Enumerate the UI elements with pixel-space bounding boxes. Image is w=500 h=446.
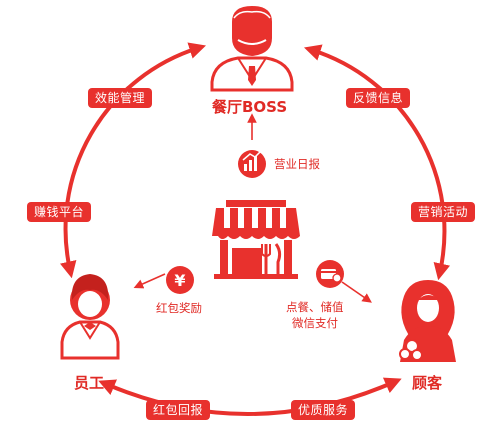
boss-label: 餐厅BOSS xyxy=(212,98,288,116)
arc-staff-to-customer xyxy=(98,377,402,416)
staff-label: 员工 xyxy=(74,374,105,392)
daily-report-label: 营业日报 xyxy=(274,157,320,171)
red-packet-reward-label: 红包奖励 xyxy=(156,301,202,315)
restaurant-icon xyxy=(212,200,300,279)
feedback-label: 反馈信息 xyxy=(346,88,411,108)
payment-icon xyxy=(316,260,344,288)
customer-icon xyxy=(399,280,456,362)
earn-platform-label: 赚钱平台 xyxy=(27,202,92,222)
quality-service-label: 优质服务 xyxy=(291,400,356,420)
arc-boss-to-customer xyxy=(303,44,451,281)
boss-icon xyxy=(210,6,294,92)
efficiency-management-label: 效能管理 xyxy=(88,88,153,108)
order-line-2: 微信支付 xyxy=(292,316,338,330)
arrow-to-customer xyxy=(341,281,372,303)
staff-icon xyxy=(60,274,120,360)
customer-label: 顾客 xyxy=(412,374,443,392)
red-packet-return-label: 红包回报 xyxy=(146,400,211,420)
svg-text:¥: ¥ xyxy=(174,271,185,290)
yen-icon: ¥ xyxy=(166,266,194,294)
order-line-1: 点餐、储值 xyxy=(286,300,344,314)
chart-icon xyxy=(238,150,266,178)
arrow-to-staff xyxy=(133,273,166,289)
marketing-activity-label: 营销活动 xyxy=(411,202,476,222)
arc-staff-to-boss xyxy=(59,42,207,279)
